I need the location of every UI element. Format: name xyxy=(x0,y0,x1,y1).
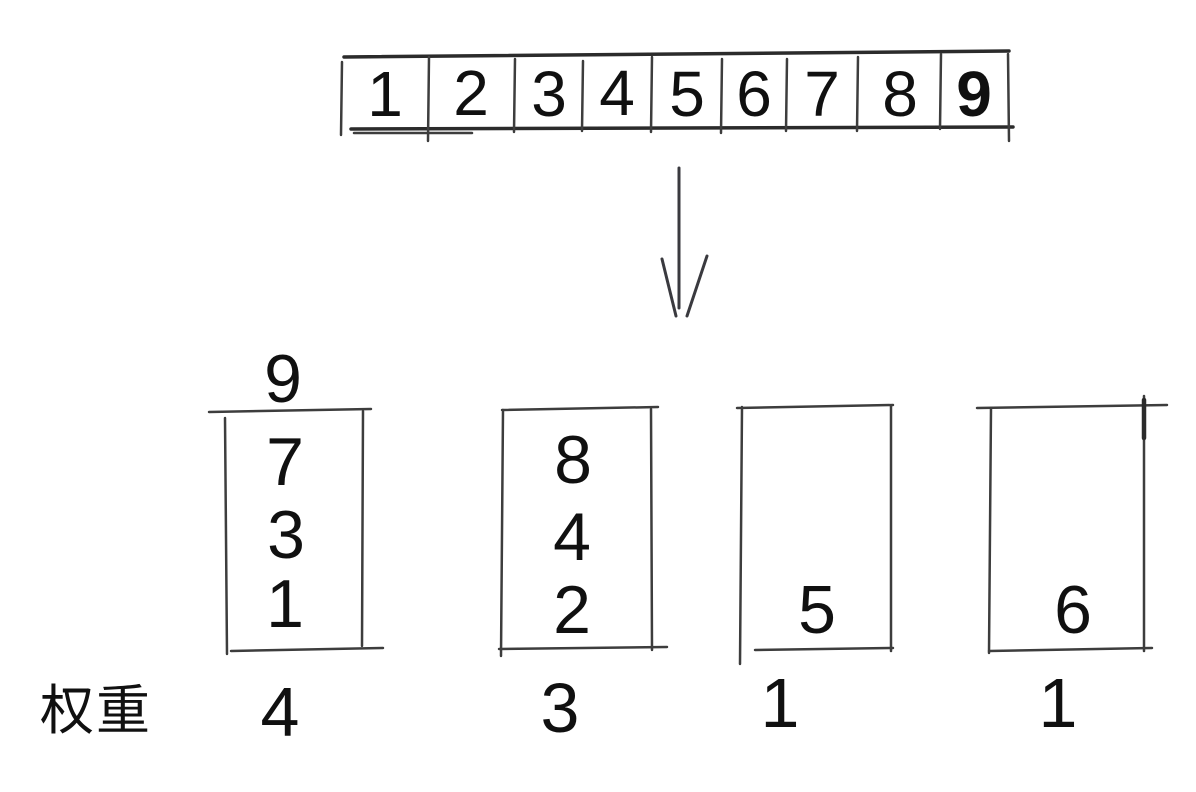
bucket-1-item: 1 xyxy=(266,566,304,642)
weight-value-3: 1 xyxy=(760,664,800,742)
bucket-1-item: 3 xyxy=(267,497,305,573)
array-cell-5: 5 xyxy=(669,58,705,130)
down-arrow-icon xyxy=(660,166,709,318)
bucket-3-item: 5 xyxy=(798,572,836,648)
weight-value-4: 1 xyxy=(1038,664,1078,742)
bucket-2-outline xyxy=(497,405,669,658)
weight-row-label: 权重 xyxy=(40,681,152,741)
bucket-1-overflow-item: 9 xyxy=(264,341,302,417)
weight-value-2: 3 xyxy=(540,669,580,747)
bucket-2-item: 4 xyxy=(553,499,591,575)
array-grid xyxy=(339,49,1015,143)
bucket-2-item: 8 xyxy=(554,422,592,498)
bucket-4-outline xyxy=(975,394,1169,655)
array-cell-1: 1 xyxy=(367,58,403,130)
bucket-1-outline xyxy=(207,407,385,656)
bucket-1-item: 7 xyxy=(266,424,304,500)
array-cell-7: 7 xyxy=(804,58,840,130)
bucket-3-outline xyxy=(735,403,895,666)
weight-value-1: 4 xyxy=(260,673,300,751)
array-cell-3: 3 xyxy=(531,58,567,130)
array-cell-6: 6 xyxy=(736,58,772,130)
bucket-2-item: 2 xyxy=(553,572,591,648)
bucket-4-item: 6 xyxy=(1054,572,1092,648)
array-cell-8: 8 xyxy=(882,58,918,130)
array-cell-4: 4 xyxy=(599,57,635,129)
array-cell-9: 9 xyxy=(956,58,992,130)
array-cell-2: 2 xyxy=(453,57,489,129)
